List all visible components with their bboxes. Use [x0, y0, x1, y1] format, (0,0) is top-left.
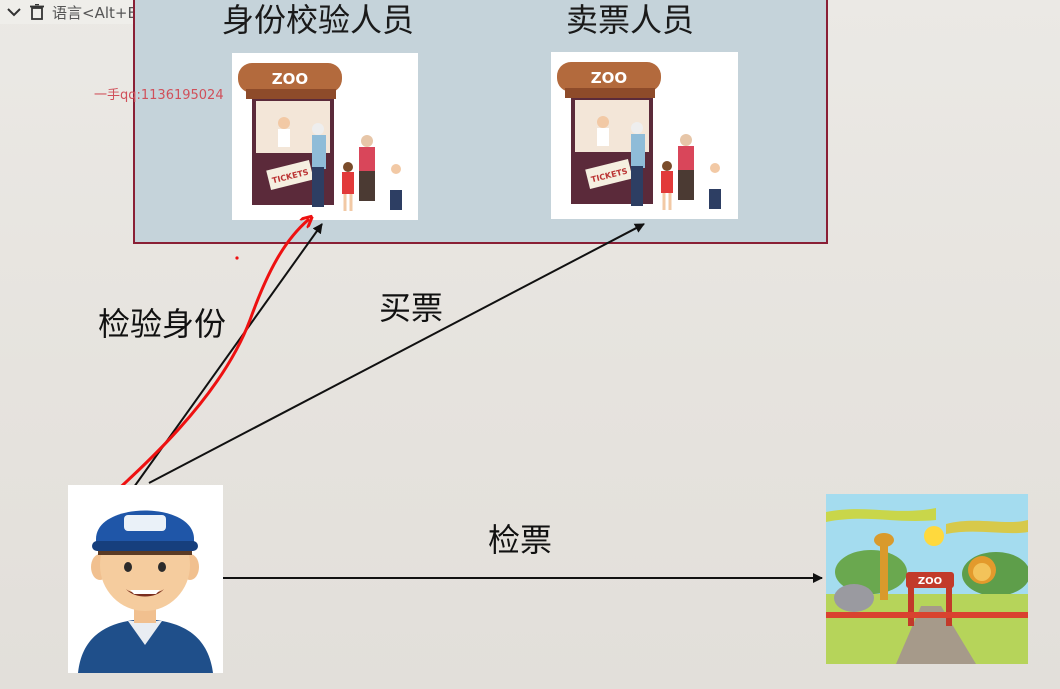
- staff-avatar-image: [68, 485, 223, 673]
- identity-booth-image: ZOO TICKETS: [232, 53, 418, 220]
- chevron-down-icon[interactable]: [6, 4, 22, 20]
- zoo-gate-image: ZOO: [826, 494, 1028, 664]
- buy-ticket-arrow: [148, 223, 645, 484]
- trash-icon[interactable]: [30, 4, 44, 20]
- red-annotation-stroke: [82, 220, 308, 522]
- zoo-gate-sign-text: ZOO: [918, 576, 942, 587]
- booth-sign-text: ZOO: [272, 70, 308, 88]
- verify-identity-label: 检验身份: [98, 305, 227, 343]
- identity-staff-title: 身份校验人员: [222, 1, 415, 39]
- booth-sign-text: ZOO: [591, 69, 627, 87]
- buy-ticket-label: 买票: [379, 289, 444, 327]
- ticket-seller-title: 卖票人员: [566, 1, 695, 39]
- ticket-booth-image: ZOO TICKETS: [551, 52, 738, 219]
- watermark-text: 一手qq:1136195024: [94, 88, 224, 103]
- red-annotation-dot: [235, 256, 239, 260]
- check-ticket-label: 检票: [488, 521, 553, 559]
